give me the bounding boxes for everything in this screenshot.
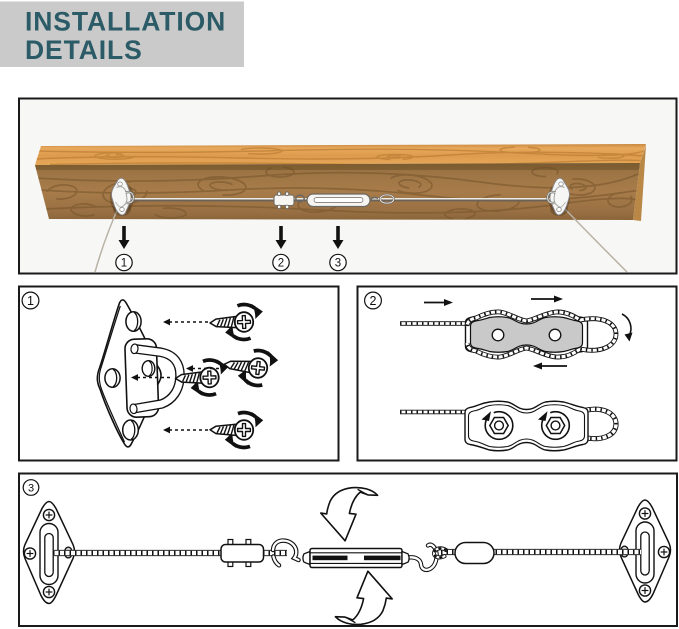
svg-text:1: 1	[27, 294, 34, 308]
svg-text:3: 3	[335, 258, 341, 270]
svg-text:DETAILS: DETAILS	[25, 35, 143, 65]
svg-text:2: 2	[370, 294, 377, 308]
svg-text:INSTALLATION: INSTALLATION	[25, 7, 226, 37]
svg-text:3: 3	[28, 482, 34, 494]
svg-text:1: 1	[121, 258, 127, 270]
svg-text:2: 2	[278, 258, 284, 270]
